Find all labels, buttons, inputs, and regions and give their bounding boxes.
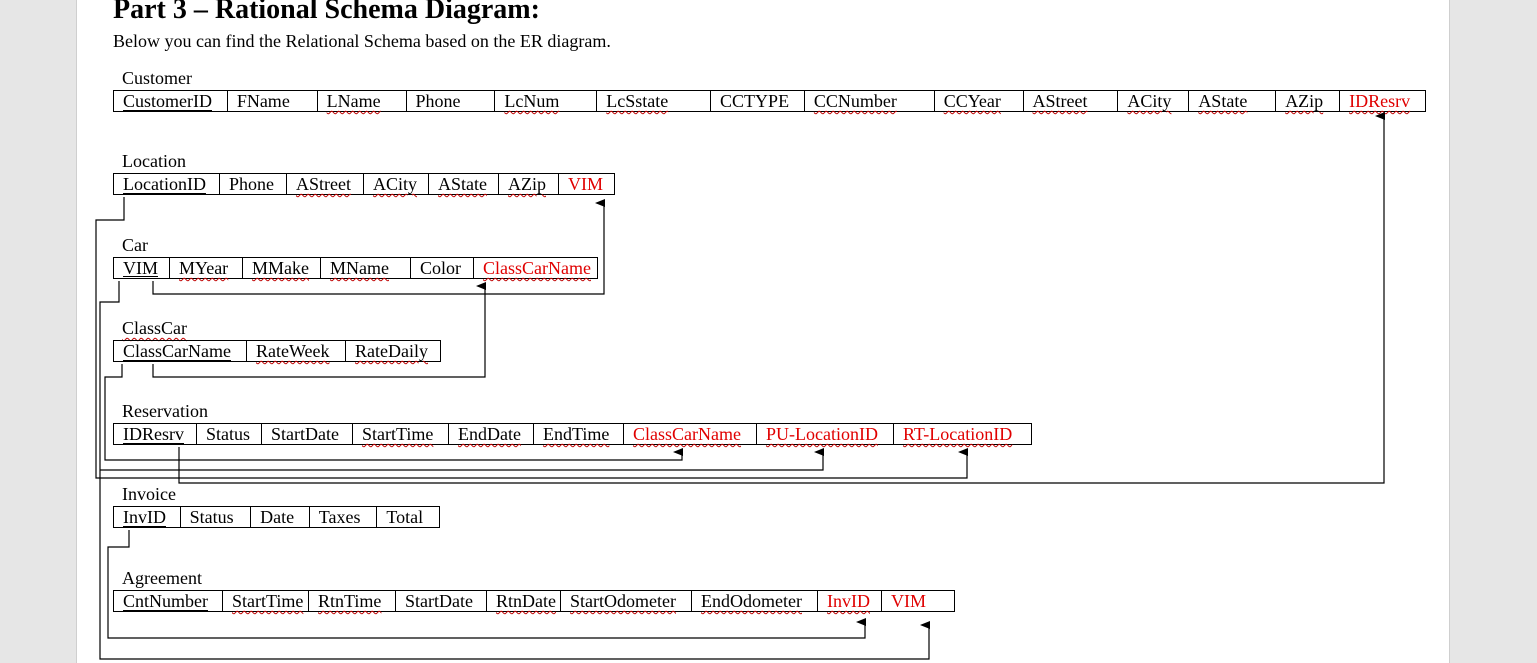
section-heading: Part 3 – Rational Schema Diagram: <box>113 0 540 25</box>
foreign-key-cell: ClassCarName <box>483 258 591 278</box>
customer-relation-name: Customer <box>122 68 192 88</box>
foreign-key-cell: ClassCarName <box>624 424 757 444</box>
invoice-relation-name: Invoice <box>122 484 176 504</box>
field-cell: AStreet <box>287 174 364 194</box>
field-cell: Status <box>181 507 252 527</box>
field-cell: IDResrv <box>114 424 197 444</box>
field-cell: EndOdometer <box>692 591 818 611</box>
field-cell: ACity <box>364 174 429 194</box>
field-cell: InvID <box>114 507 181 527</box>
field-cell: Status <box>197 424 262 444</box>
field-cell: Total <box>386 507 424 527</box>
foreign-key-cell: RT-LocationID <box>903 424 1013 444</box>
field-cell: MName <box>321 258 411 278</box>
field-cell: RateWeek <box>247 341 346 361</box>
field-cell: CntNumber <box>114 591 223 611</box>
field-cell: ACity <box>1118 91 1190 111</box>
field-cell: LcSstate <box>597 91 712 111</box>
intro-paragraph: Below you can find the Relational Schema… <box>113 31 611 51</box>
field-cell: StartTime <box>223 591 309 611</box>
field-cell: FName <box>228 91 318 111</box>
field-cell: LName <box>318 91 407 111</box>
foreign-key-cell: VIM <box>568 174 603 194</box>
field-cell: Phone <box>407 91 496 111</box>
foreign-key-cell: VIM <box>891 591 926 611</box>
customer-relation-table: CustomerID FName LName Phone LcNum LcSst… <box>113 90 1426 112</box>
field-cell: Date <box>251 507 310 527</box>
field-cell: LocationID <box>114 174 220 194</box>
foreign-key-cell: InvID <box>818 591 882 611</box>
agreement-relation-table: CntNumber StartTime RtnTime StartDate Rt… <box>113 590 955 612</box>
field-cell: CCTYPE <box>711 91 805 111</box>
agreement-relation-name: Agreement <box>122 568 202 588</box>
field-cell: ClassCarName <box>114 341 247 361</box>
field-cell: VIM <box>114 258 170 278</box>
field-cell: EndDate <box>449 424 534 444</box>
car-relation-table: VIM MYear MMake MName Color ClassCarName <box>113 257 598 279</box>
field-cell: AState <box>1189 91 1277 111</box>
field-cell: LcNum <box>495 91 598 111</box>
field-cell: StartTime <box>353 424 449 444</box>
field-cell: AZip <box>1276 91 1341 111</box>
field-cell: StartDate <box>262 424 353 444</box>
field-cell: EndTime <box>534 424 624 444</box>
foreign-key-cell: IDResrv <box>1349 91 1411 111</box>
field-cell: RtnTime <box>309 591 396 611</box>
field-cell: AZip <box>499 174 559 194</box>
field-cell: AStreet <box>1024 91 1119 111</box>
field-cell: AState <box>429 174 499 194</box>
classcar-relation-table: ClassCarName RateWeek RateDaily <box>113 340 441 362</box>
field-cell: Color <box>411 258 474 278</box>
field-cell: StartDate <box>396 591 487 611</box>
field-cell: RtnDate <box>487 591 561 611</box>
field-cell: MMake <box>243 258 321 278</box>
invoice-relation-table: InvID Status Date Taxes Total <box>113 506 440 528</box>
location-relation-table: LocationID Phone AStreet ACity AState AZ… <box>113 173 615 195</box>
field-cell: CustomerID <box>114 91 228 111</box>
classcar-relation-name: ClassCar <box>122 318 187 338</box>
field-cell: Taxes <box>310 507 378 527</box>
field-cell: CCNumber <box>805 91 935 111</box>
foreign-key-cell: PU-LocationID <box>757 424 894 444</box>
car-relation-name: Car <box>122 235 148 255</box>
field-cell: RateDaily <box>355 341 428 361</box>
field-cell: CCYear <box>935 91 1024 111</box>
location-relation-name: Location <box>122 151 186 171</box>
reservation-relation-name: Reservation <box>122 401 208 421</box>
field-cell: Phone <box>220 174 287 194</box>
reservation-relation-table: IDResrv Status StartDate StartTime EndDa… <box>113 423 1032 445</box>
field-cell: MYear <box>170 258 243 278</box>
field-cell: StartOdometer <box>561 591 692 611</box>
